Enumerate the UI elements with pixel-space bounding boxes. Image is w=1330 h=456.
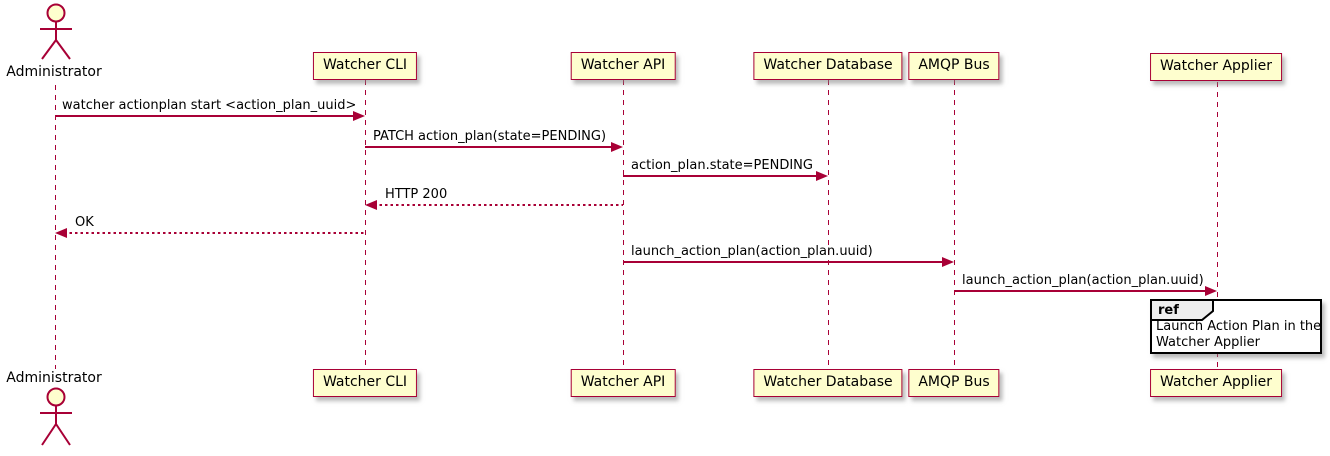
ref-text-line: Watcher Applier (1156, 335, 1260, 350)
actor-icon (40, 387, 72, 446)
message-label: HTTP 200 (385, 187, 448, 202)
participant-amqp-bus-bottom: AMQP Bus (908, 369, 1000, 397)
arrowhead-left-icon (55, 228, 67, 238)
message-line (623, 175, 819, 177)
message-label: action_plan.state=PENDING (631, 158, 813, 173)
message-label: OK (75, 215, 94, 230)
ref-text-line: Launch Action Plan in the (1156, 319, 1322, 334)
actor-name-top: Administrator (6, 64, 102, 80)
arrowhead-right-icon (1205, 286, 1217, 296)
lifeline-amqp-bus (954, 80, 955, 369)
ref-text: Launch Action Plan in the Watcher Applie… (1156, 319, 1321, 351)
message-label: launch_action_plan(action_plan.uuid) (631, 244, 873, 259)
ref-fragment: ref Launch Action Plan in the Watcher Ap… (1150, 299, 1322, 354)
message-line (954, 290, 1208, 292)
message-line (55, 115, 356, 117)
participant-watcher-applier-top: Watcher Applier (1150, 53, 1282, 81)
participant-watcher-cli-bottom: Watcher CLI (312, 369, 418, 397)
lifeline-watcher-cli (365, 80, 366, 369)
arrowhead-right-icon (611, 142, 623, 152)
message-line (64, 232, 365, 234)
actor-name-bottom: Administrator (6, 370, 102, 386)
lifeline-administrator (55, 85, 56, 369)
actor-icon (40, 3, 72, 60)
participant-watcher-api-bottom: Watcher API (570, 369, 676, 397)
participant-watcher-api-top: Watcher API (570, 52, 676, 80)
message-label: PATCH action_plan(state=PENDING) (373, 129, 607, 144)
participant-watcher-cli-top: Watcher CLI (312, 52, 418, 80)
participant-watcher-applier-bottom: Watcher Applier (1150, 369, 1282, 397)
ref-keyword: ref (1158, 303, 1179, 318)
lifeline-watcher-applier (1217, 82, 1218, 369)
ref-tab-shape (1150, 299, 1214, 321)
arrowhead-right-icon (353, 111, 365, 121)
lifeline-watcher-api (623, 80, 624, 369)
arrowhead-right-icon (942, 257, 954, 267)
arrowhead-right-icon (816, 171, 828, 181)
participant-watcher-database-bottom: Watcher Database (753, 369, 903, 397)
message-line (365, 146, 614, 148)
message-line (374, 204, 623, 206)
participant-watcher-database-top: Watcher Database (753, 52, 903, 80)
message-label: watcher actionplan start <action_plan_uu… (62, 98, 357, 113)
participant-amqp-bus-top: AMQP Bus (908, 52, 1000, 80)
message-line (623, 261, 945, 263)
message-label: launch_action_plan(action_plan.uuid) (962, 273, 1204, 288)
arrowhead-left-icon (365, 200, 377, 210)
lifeline-watcher-database (828, 80, 829, 369)
